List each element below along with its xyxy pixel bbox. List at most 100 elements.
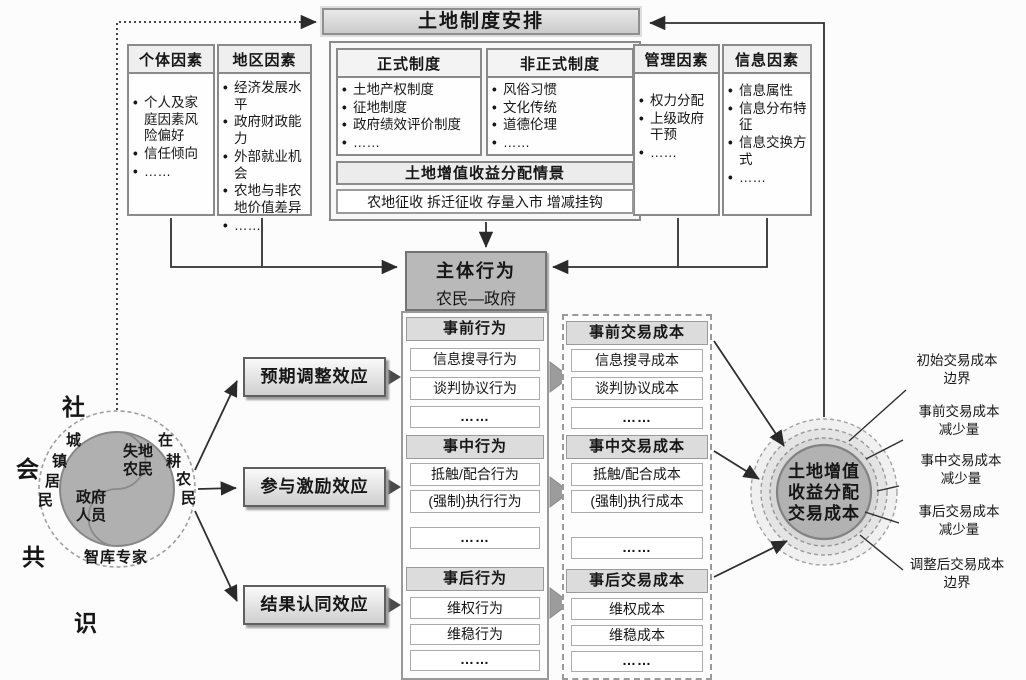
factor-column-information: 信息因素 信息属性 信息分布特征 信息交换方式 …… bbox=[722, 44, 812, 216]
cost-item: …… bbox=[571, 537, 703, 559]
factor-item: 信息分布特征 bbox=[728, 101, 808, 134]
factor-column-management: 管理因素 权力分配 上级政府干预 …… bbox=[633, 44, 720, 216]
institution-item: 土地产权制度 bbox=[342, 82, 478, 99]
behavior-item: 维稳行为 bbox=[410, 624, 540, 645]
behavior-item: (强制)执行行为 bbox=[410, 490, 540, 513]
institution-item: 政府绩效评价制度 bbox=[342, 117, 478, 134]
factor-item: 权力分配 bbox=[639, 93, 716, 110]
cost-header: 事前交易成本 bbox=[566, 321, 708, 345]
subject-subtitle: 农民—政府 bbox=[435, 291, 516, 308]
factor-item: 经济发展水平 bbox=[223, 80, 308, 113]
circle-to-effect2-arrow bbox=[197, 481, 237, 496]
circle-to-effect3-arrow bbox=[194, 510, 238, 602]
outcome-line: 收益分配 bbox=[788, 483, 860, 502]
effect2-arrowhead bbox=[388, 479, 401, 495]
consensus-char-shi: 识 bbox=[74, 610, 97, 636]
right-factors-connector bbox=[552, 218, 768, 275]
cost-header: 事中交易成本 bbox=[566, 435, 708, 459]
factor-item: 信任倾向 bbox=[133, 146, 211, 163]
informal-institution-box: 非正式制度 风俗习惯 文化传统 道德伦理 …… bbox=[486, 48, 634, 156]
factor-item: 外部就业机会 bbox=[223, 149, 308, 182]
cost-header: 事后交易成本 bbox=[566, 569, 708, 593]
behavior-header: 事中行为 bbox=[406, 435, 544, 459]
institution-item: 文化传统 bbox=[492, 100, 630, 117]
factor-item: …… bbox=[639, 145, 716, 162]
arc-char: 居 bbox=[45, 473, 61, 490]
behavior-header: 事后行为 bbox=[406, 567, 544, 591]
arc-char: 耕 bbox=[166, 453, 182, 470]
factor-item: 信息交换方式 bbox=[728, 135, 808, 168]
behavior-item: …… bbox=[410, 650, 540, 671]
cost-item: …… bbox=[571, 651, 703, 672]
arc-char: 在 bbox=[158, 432, 174, 449]
arc-char: 城 bbox=[66, 432, 82, 449]
effect-expectation-adjustment: 预期调整效应 bbox=[243, 357, 386, 397]
cost-item: 抵触/配合成本 bbox=[571, 463, 703, 486]
factor-column-region: 地区因素 经济发展水平 政府财政能力 外部就业机会 农地与非农地价值差异 …… bbox=[217, 44, 312, 234]
circle-to-effect1-arrow bbox=[194, 380, 238, 471]
behavior-item: …… bbox=[410, 406, 540, 428]
group-think-tank-experts: 智库专家 bbox=[84, 549, 149, 566]
factor-item: 农地与非农地价值差异 bbox=[223, 183, 308, 216]
consensus-char-gong: 共 bbox=[22, 544, 45, 570]
behavior-item: …… bbox=[410, 527, 540, 549]
factor-item: …… bbox=[133, 164, 211, 181]
institution-header: 非正式制度 bbox=[488, 50, 632, 78]
effect-participation-incentive: 参与激励效应 bbox=[243, 467, 386, 507]
subject-title: 主体行为 bbox=[436, 261, 516, 281]
ring-label-ex-post-reduction: 事后交易成本 减少量 bbox=[918, 504, 1000, 538]
arc-char: 镇 bbox=[52, 453, 68, 470]
factor-header: 地区因素 bbox=[219, 46, 310, 74]
behavior-item: 谈判协议行为 bbox=[410, 377, 540, 400]
ring-label-adjusted-boundary: 调整后交易成本 边界 bbox=[909, 557, 1005, 591]
cost-item: (强制)执行成本 bbox=[571, 490, 703, 513]
effect-result-recognition: 结果认同效应 bbox=[243, 585, 386, 625]
institution-item: 道德伦理 bbox=[492, 117, 630, 134]
outcome-circle-label: 土地增值 收益分配 交易成本 bbox=[764, 461, 884, 524]
institution-item: …… bbox=[492, 135, 630, 152]
formal-institution-box: 正式制度 土地产权制度 征地制度 政府绩效评价制度 …… bbox=[336, 48, 482, 156]
factor-item: 政府财政能力 bbox=[223, 114, 308, 147]
outcome-line: 交易成本 bbox=[788, 504, 860, 523]
ring-label-interim-reduction: 事中交易成本 减少量 bbox=[920, 453, 1002, 487]
effect1-arrowhead bbox=[388, 369, 401, 385]
factor-item: 上级政府干预 bbox=[639, 111, 716, 144]
behavior-item: 维权行为 bbox=[410, 597, 540, 619]
cost-item: 维稳成本 bbox=[571, 625, 703, 646]
factor-item: 信息属性 bbox=[728, 83, 808, 100]
arc-char: 农 bbox=[176, 471, 192, 488]
outcome-line: 土地增值 bbox=[788, 462, 860, 481]
ring-label-initial-boundary: 初始交易成本 边界 bbox=[916, 353, 998, 387]
cost-item: 谈判协议成本 bbox=[571, 377, 703, 400]
factor-item: 个人及家庭因素风险偏好 bbox=[133, 95, 211, 145]
cost-item: 维权成本 bbox=[571, 598, 703, 620]
cost2-to-circle-arrow bbox=[713, 450, 760, 480]
factor-item: …… bbox=[728, 170, 808, 187]
factor-header: 信息因素 bbox=[724, 46, 810, 74]
cost1-to-circle-arrow bbox=[713, 340, 785, 447]
institution-header: 正式制度 bbox=[338, 50, 480, 78]
consensus-char-hui: 会 bbox=[16, 456, 39, 482]
ring-label-ex-ante-reduction: 事前交易成本 减少量 bbox=[918, 404, 1000, 438]
diagram-title: 土地制度安排 bbox=[322, 8, 640, 35]
scenario-row: 农地征收 拆迁征收 存量入市 增减挂钩 bbox=[336, 189, 634, 214]
cost3-to-circle-arrow bbox=[713, 540, 788, 578]
cost-item: …… bbox=[571, 407, 703, 429]
institution-item: 风俗习惯 bbox=[492, 82, 630, 99]
behavior-header: 事前行为 bbox=[406, 317, 544, 341]
cost-item: 信息搜寻成本 bbox=[571, 349, 703, 372]
factor-column-individual: 个体因素 个人及家庭因素风险偏好 信任倾向 …… bbox=[127, 44, 215, 216]
arc-char: 民 bbox=[38, 492, 54, 509]
arc-char: 民 bbox=[181, 490, 197, 507]
institution-item: 征地制度 bbox=[342, 100, 478, 117]
scenario-header: 土地增值收益分配情景 bbox=[336, 161, 634, 185]
group-government-staff: 政府人员 bbox=[75, 489, 106, 524]
effect3-arrowhead bbox=[388, 597, 401, 613]
behavior-item: 抵触/配合行为 bbox=[410, 463, 540, 486]
group-landless-farmers: 失地农民 bbox=[122, 443, 153, 478]
factor-header: 管理因素 bbox=[635, 46, 718, 74]
subject-behavior-box: 主体行为 农民—政府 bbox=[405, 251, 547, 311]
factor-item: …… bbox=[223, 218, 308, 235]
consensus-char-she: 社 bbox=[62, 394, 85, 420]
